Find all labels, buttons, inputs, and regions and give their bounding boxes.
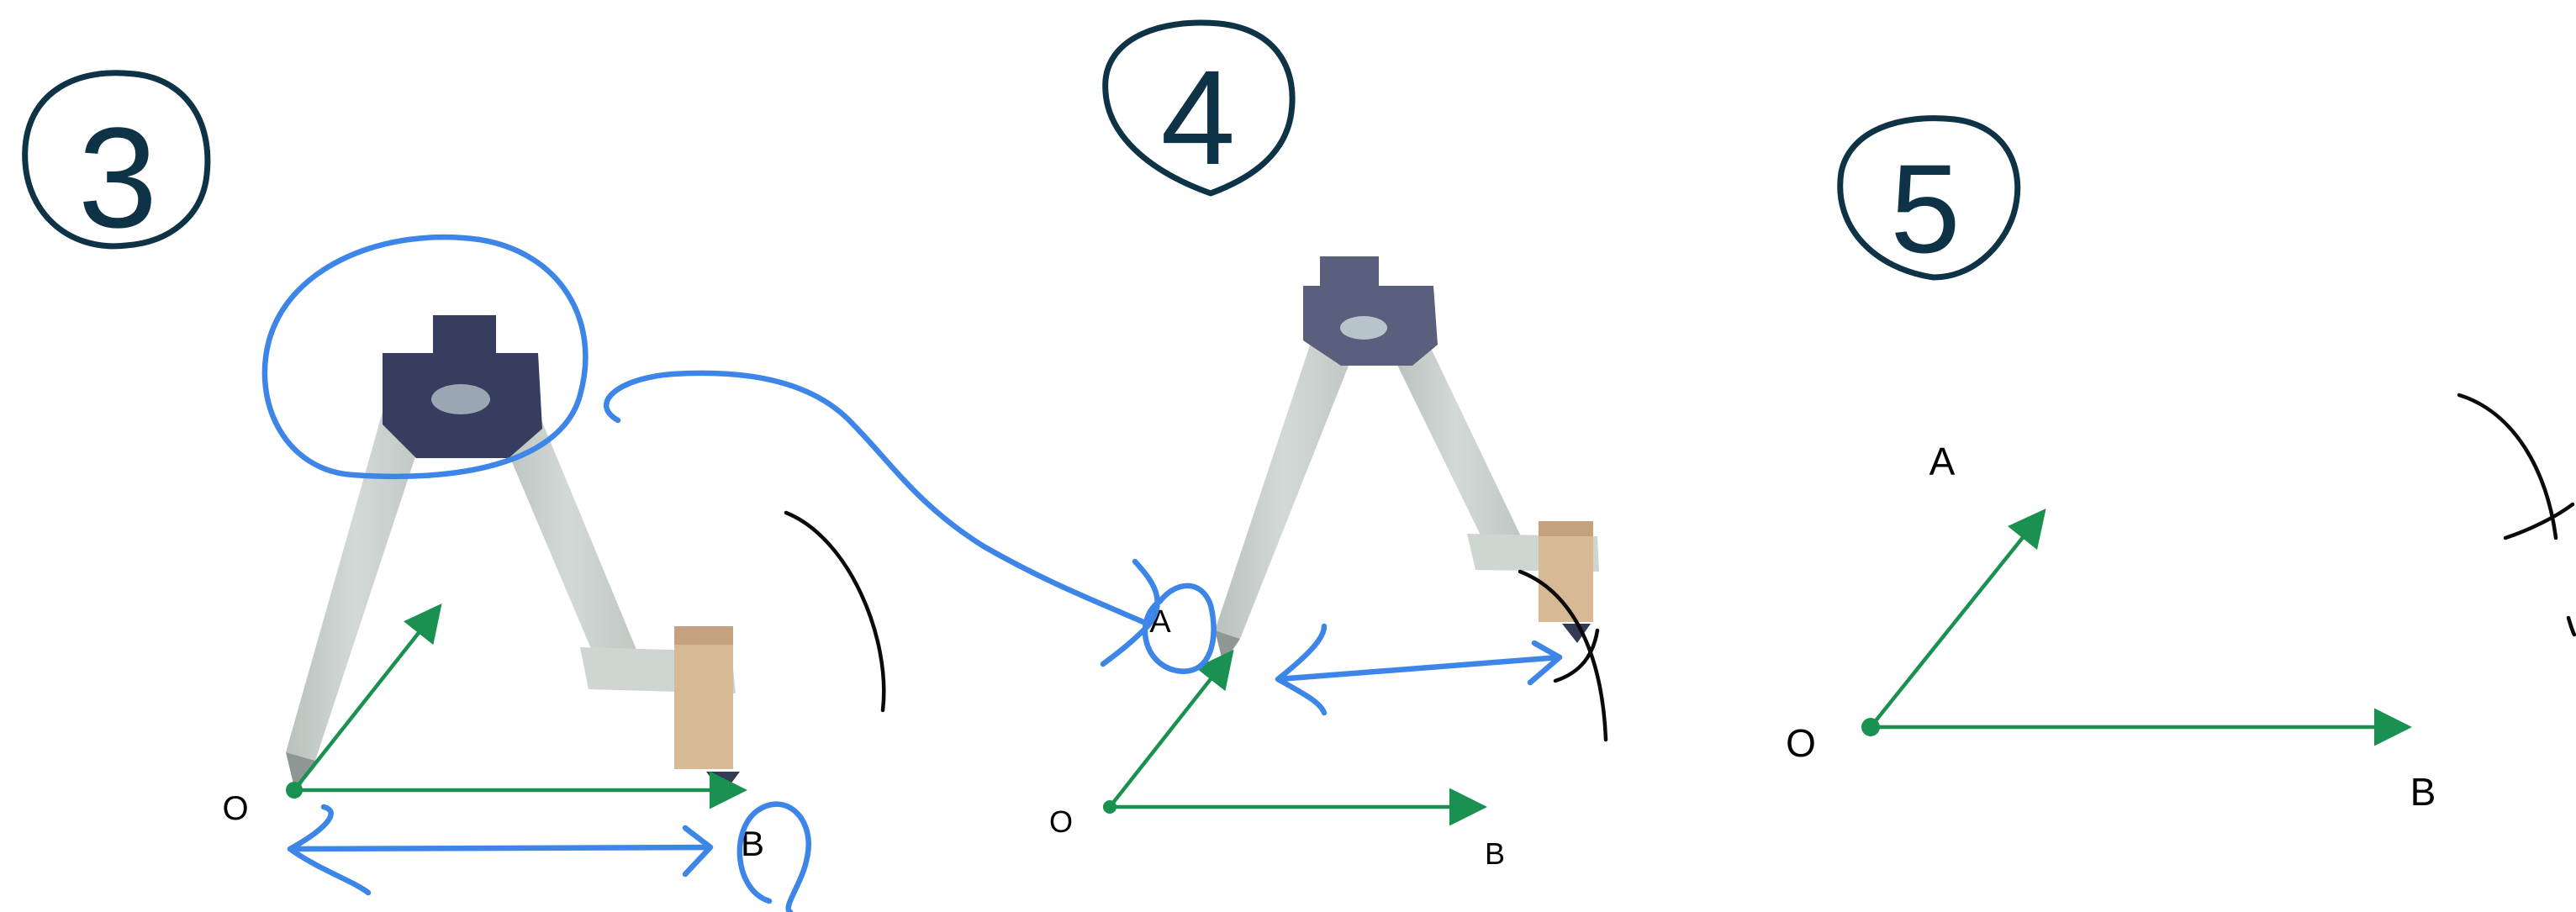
step-5-ray-a [1868,508,2046,730]
step-3-arc [784,510,886,713]
step-5-label-b: B [2410,770,2436,814]
step-3-measure-arrow [287,804,714,896]
step-5-arc-tail [2566,615,2576,637]
step-3-label-o: O [222,790,248,827]
step-3-b-circle [736,801,811,912]
compass-icon [286,315,740,794]
step-4-arc-cross [1553,628,1600,683]
step-4-panel: 4 O A B [1049,19,1608,871]
step-4-ray-a [1107,649,1234,809]
step-3-number-badge: 3 [22,70,211,258]
step-3-head-circle [261,234,589,480]
step-3-number: 3 [78,98,158,258]
step-5-label-o: O [1786,721,1816,765]
step-5-panel: 5 O A B [1786,115,2576,814]
step-3-panel: 3 O B [22,70,1147,912]
step-3-connector-curve [604,370,1147,625]
step-4-vertex-o [1103,800,1116,814]
step-5-number: 5 [1890,138,1960,279]
step-5-number-badge: 5 [1837,115,2021,281]
step-3-vertex-o [286,782,303,799]
step-4-label-o: O [1049,804,1073,839]
step-4-measure-arrow [1275,623,1563,716]
step-4-arc [1518,569,1608,742]
step-4-number: 4 [1161,42,1236,192]
step-5-label-a: A [1929,440,1956,483]
step-5-arc [2457,393,2575,540]
step-4-number-badge: 4 [1102,19,1296,197]
step-3-ray-a [292,603,442,793]
step-4-label-b: B [1485,836,1505,871]
step-5-vertex-o [1861,718,1880,736]
compass-icon [1215,256,1599,664]
step-4-a-circle [1100,558,1217,674]
